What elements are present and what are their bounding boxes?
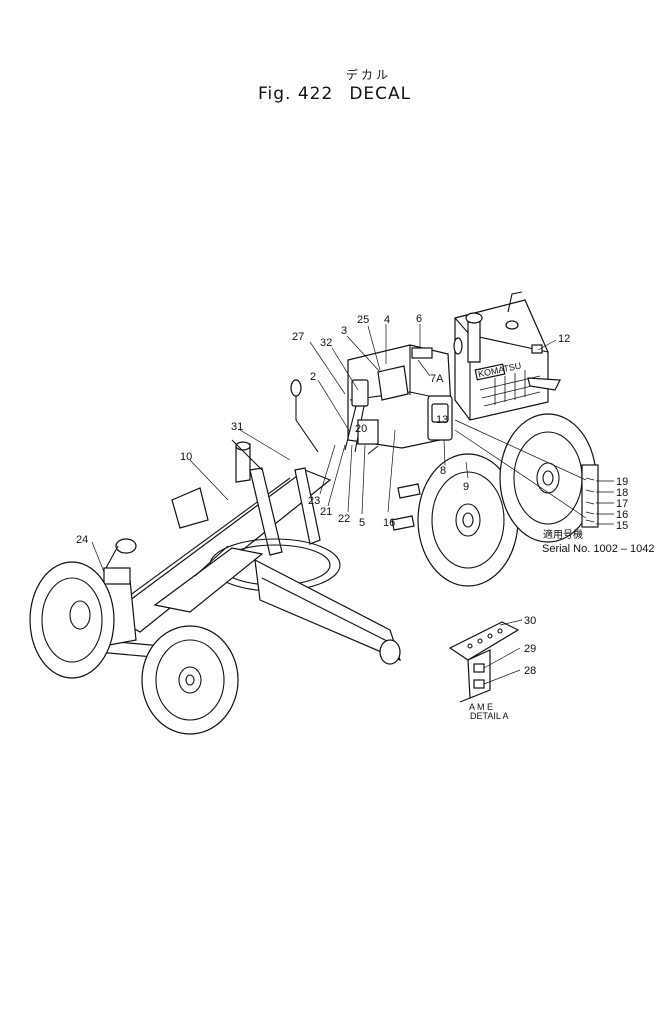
- callout-16-cab: 16: [383, 517, 395, 529]
- title-japanese: デカル: [346, 68, 392, 82]
- serial-number-range: Serial No. 1002 – 1042: [542, 543, 655, 555]
- callout-29: 29: [524, 643, 536, 655]
- callout-23: 23: [308, 495, 320, 507]
- callout-leaders: [91, 324, 557, 573]
- engine-hood: KOMATSU: [454, 291, 561, 421]
- callout-28: 28: [524, 665, 536, 677]
- callout-24: 24: [76, 534, 88, 546]
- callout-labels: 27 32 3 25 4 6 7A 12 2 31 20 13 10 23 21…: [76, 313, 628, 677]
- detail-a-lever-panel: [448, 619, 523, 703]
- callout-17: 17: [616, 498, 628, 510]
- callout-7a: 7A: [430, 373, 444, 385]
- callout-4: 4: [384, 314, 390, 326]
- callout-12: 12: [558, 333, 570, 345]
- callout-16-panel: 16: [616, 509, 628, 521]
- front-wheel-right: [141, 625, 239, 735]
- callout-2: 2: [310, 371, 316, 383]
- callout-3: 3: [341, 325, 347, 337]
- callout-9: 9: [463, 481, 469, 493]
- callout-15: 15: [616, 520, 628, 532]
- rear-wheel-back: [499, 413, 597, 543]
- callout-19: 19: [616, 476, 628, 488]
- moldboard-blade: [254, 558, 401, 665]
- callout-32: 32: [320, 337, 332, 349]
- operator-cab: [344, 337, 463, 531]
- callout-27: 27: [292, 331, 304, 343]
- callout-18: 18: [616, 487, 628, 499]
- callout-6: 6: [416, 313, 422, 325]
- detail-a-marks: A M E: [469, 702, 493, 712]
- callout-30: 30: [524, 615, 536, 627]
- main-frame: [108, 379, 341, 633]
- callout-20: 20: [355, 423, 367, 435]
- callout-25: 25: [357, 314, 369, 326]
- callout-13: 13: [436, 414, 448, 426]
- detail-a-caption: DETAIL A: [470, 711, 509, 721]
- figure-title: Fig. 422 DECAL: [258, 84, 411, 104]
- serial-label-japanese: 適用号機: [543, 528, 583, 541]
- callout-5: 5: [359, 517, 365, 529]
- callout-8: 8: [440, 465, 446, 477]
- figure-number: Fig. 422: [258, 84, 334, 104]
- callout-22: 22: [338, 513, 350, 525]
- serial-decal-panel: [454, 419, 614, 528]
- callout-10: 10: [180, 451, 192, 463]
- callout-31: 31: [231, 421, 243, 433]
- callout-21: 21: [320, 506, 332, 518]
- figure-name: DECAL: [349, 84, 412, 104]
- front-wheel-left: [29, 561, 115, 679]
